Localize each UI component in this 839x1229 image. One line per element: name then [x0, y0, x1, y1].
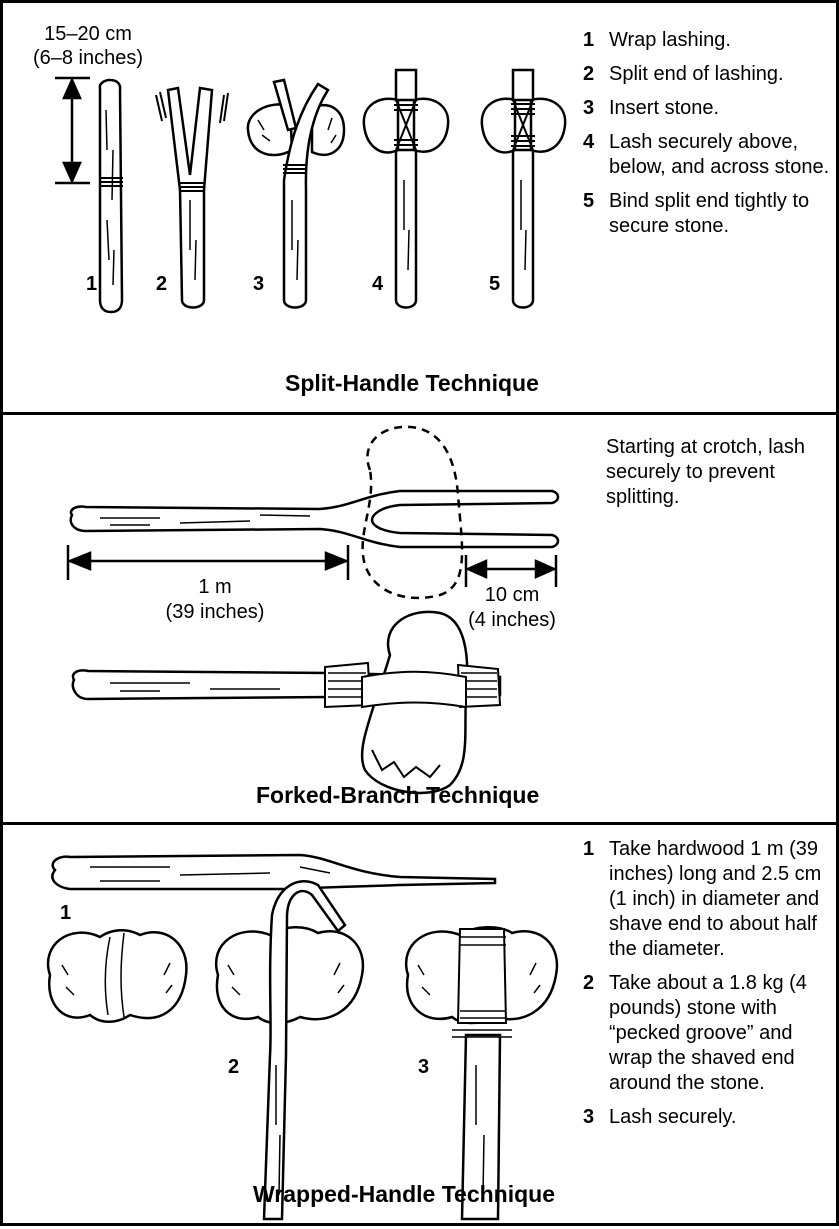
fork-length-label: 10 cm [485, 584, 539, 606]
forked-branch-title: Forked-Branch Technique [256, 782, 539, 809]
figure-number: 2 [156, 273, 167, 295]
split-handle-stick-5 [482, 70, 565, 308]
lashed-forked-branch [73, 612, 500, 793]
fork-length-inches-label: (4 inches) [468, 609, 556, 631]
figure-number: 3 [418, 1056, 429, 1078]
figure-number: 5 [489, 273, 500, 295]
forked-branch-panel: 1 m (39 inches) 10 cm (4 inches) Startin… [0, 412, 839, 822]
dimension-length-label: 15–20 cm [44, 23, 132, 45]
split-handle-stick-4 [364, 70, 448, 308]
figure-number: 2 [228, 1056, 239, 1078]
grooved-stone [48, 930, 186, 1022]
split-handle-title: Split-Handle Technique [285, 370, 539, 397]
figure-number: 1 [86, 273, 97, 295]
fork-length-dimension [466, 555, 556, 587]
wrapped-handle-step-2 [216, 881, 363, 1219]
split-handle-panel: 15–20 cm (6–8 inches) [0, 0, 839, 412]
shaved-hardwood-stick [52, 855, 495, 889]
figure-number: 1 [60, 902, 71, 924]
wrapped-handle-title: Wrapped-Handle Technique [253, 1181, 555, 1208]
figure-number: 3 [253, 273, 264, 295]
figure-number: 4 [372, 273, 384, 295]
dimension-arrow [55, 78, 90, 183]
length-inches-label: (39 inches) [166, 601, 265, 623]
split-handle-stick-1 [99, 80, 123, 312]
length-dimension [68, 545, 348, 580]
forked-branch [71, 491, 558, 547]
forked-branch-note: Starting at crotch, lash securely to pre… [606, 435, 836, 510]
length-label: 1 m [198, 576, 231, 598]
dimension-length-inches-label: (6–8 inches) [33, 47, 143, 69]
